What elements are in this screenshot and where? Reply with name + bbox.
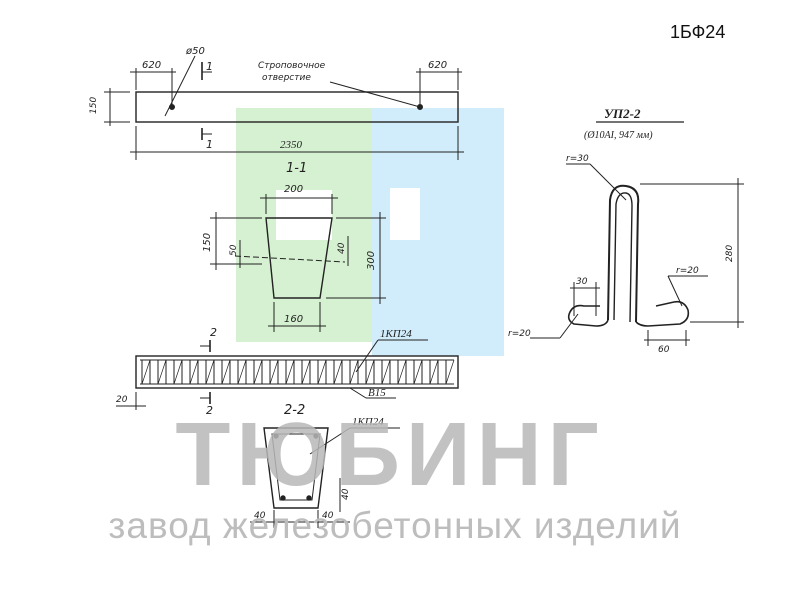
stirrup-diagonal bbox=[333, 359, 343, 385]
stirrup-diagonal bbox=[205, 359, 215, 385]
stirrup-diagonal bbox=[381, 359, 391, 385]
leader-radius-top bbox=[589, 163, 627, 201]
stirrup-diagonal bbox=[445, 359, 455, 385]
concrete-class: B15 bbox=[368, 387, 386, 399]
stirrup-diagonal bbox=[429, 359, 439, 385]
watermark-logo bbox=[236, 108, 504, 356]
cage-label: 1КП24 bbox=[352, 416, 384, 428]
section-mark: 2 bbox=[206, 404, 213, 417]
dim-text: 150 bbox=[202, 233, 213, 252]
dim-text: 20 bbox=[116, 395, 128, 405]
loop-outer bbox=[607, 184, 640, 323]
hole-dia-text: ø50 bbox=[185, 46, 205, 57]
dim-text: 300 bbox=[366, 251, 377, 270]
logo-cutout-b bbox=[390, 188, 420, 240]
section-mark: 2 bbox=[210, 326, 217, 339]
leader-radius-right bbox=[667, 275, 683, 307]
loop-right-foot bbox=[635, 300, 690, 327]
section-2-2 bbox=[250, 427, 400, 528]
stirrup-diagonal bbox=[141, 359, 151, 385]
leader-hole-label bbox=[329, 81, 421, 108]
section-1-title: 1-1 bbox=[286, 161, 307, 176]
stirrup-diagonal bbox=[253, 359, 263, 385]
leader-cage bbox=[355, 339, 379, 373]
stirrups bbox=[141, 359, 455, 385]
section-mark: 1 bbox=[206, 60, 213, 73]
stirrup-diagonal bbox=[317, 359, 327, 385]
loop-left-foot bbox=[567, 304, 609, 327]
stirrup-diagonal bbox=[269, 359, 279, 385]
section-mark: 1 bbox=[206, 138, 213, 151]
hole-axis bbox=[234, 255, 346, 263]
section-2-cage bbox=[271, 433, 321, 501]
length-text: 2350 bbox=[280, 139, 303, 151]
elevation-view bbox=[116, 339, 459, 410]
dim-text: 620 bbox=[142, 60, 161, 71]
rebar-dot bbox=[306, 495, 312, 501]
loop-spec: (Ø10AI, 947 мм) bbox=[584, 130, 653, 141]
beam-elevation-outline bbox=[135, 355, 459, 389]
dim-text: 40 bbox=[254, 511, 266, 521]
stirrup-diagonal bbox=[221, 359, 231, 385]
section-2-outline bbox=[263, 427, 329, 509]
dim-text: 40 bbox=[341, 488, 351, 500]
dim-text: 60 bbox=[658, 345, 670, 355]
rebar-dot bbox=[280, 495, 286, 501]
dim-text: 40 bbox=[337, 242, 347, 254]
hole-label-line1: Строповочное bbox=[258, 61, 326, 71]
dim-text: 620 bbox=[428, 60, 447, 71]
stirrup-diagonal bbox=[173, 359, 183, 385]
section-1-outline bbox=[265, 217, 333, 299]
rebar-dot bbox=[273, 433, 279, 439]
stirrup-diagonal bbox=[301, 359, 311, 385]
beam-plan-outline bbox=[135, 91, 459, 123]
dim-text: 40 bbox=[322, 511, 334, 521]
dim-text: 150 bbox=[89, 97, 99, 114]
leader-concrete bbox=[349, 387, 367, 399]
loop-view bbox=[530, 121, 744, 346]
leader-hole bbox=[164, 55, 196, 117]
loop-inner bbox=[613, 192, 633, 323]
cage-label: 1КП24 bbox=[380, 328, 412, 340]
plan-view bbox=[104, 55, 464, 160]
dim-text: 280 bbox=[725, 245, 735, 262]
dim-text: 160 bbox=[284, 314, 303, 325]
stirrup-diagonal bbox=[397, 359, 407, 385]
leader-radius-left bbox=[559, 313, 579, 339]
stirrup-diagonal bbox=[157, 359, 167, 385]
dim-text: 50 bbox=[229, 244, 239, 256]
rebar-dot bbox=[313, 433, 319, 439]
section-2-title: 2-2 bbox=[284, 403, 305, 418]
radius-text: r=20 bbox=[676, 266, 699, 276]
stirrup-diagonal bbox=[189, 359, 199, 385]
stirrup-diagonal bbox=[365, 359, 375, 385]
radius-text: r=30 bbox=[566, 154, 589, 164]
stirrup-diagonal bbox=[349, 359, 359, 385]
dim-text: 30 bbox=[576, 277, 588, 287]
dim-text: 200 bbox=[284, 184, 303, 195]
hole-label-line2: отверстие bbox=[262, 73, 311, 83]
loop-title: УП2-2 bbox=[604, 106, 641, 121]
radius-text: r=20 bbox=[508, 329, 531, 339]
stirrup-diagonal bbox=[237, 359, 247, 385]
document-code: 1БФ24 bbox=[670, 22, 726, 42]
leader-cage bbox=[309, 427, 351, 455]
stirrup-diagonal bbox=[413, 359, 423, 385]
stirrup-diagonal bbox=[285, 359, 295, 385]
watermark-brand: ТЮБИНГ bbox=[175, 405, 605, 505]
section-1-1 bbox=[210, 194, 386, 332]
watermark-tagline: завод железобетонных изделий bbox=[108, 505, 682, 546]
